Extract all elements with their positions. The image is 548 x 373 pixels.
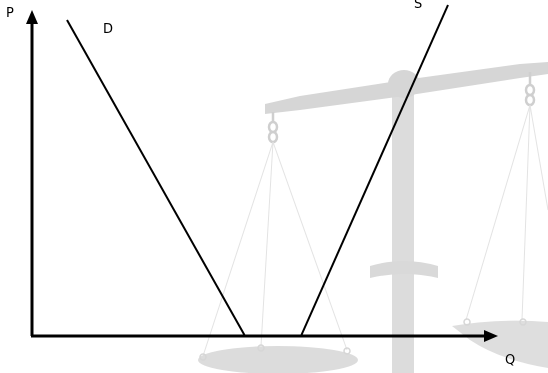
right-pan bbox=[452, 320, 548, 368]
y-axis-arrow bbox=[26, 10, 38, 24]
supply-curve bbox=[300, 4, 449, 337]
left-pan-strings bbox=[202, 141, 348, 357]
supply-label: S bbox=[414, 0, 422, 12]
scale-beam bbox=[265, 62, 548, 114]
scale-pillar bbox=[392, 92, 414, 373]
y-axis-label: P bbox=[6, 6, 14, 21]
scale-pillar-ring bbox=[370, 261, 438, 278]
right-pan-strings bbox=[465, 104, 548, 321]
scales-of-justice-watermark bbox=[198, 62, 548, 373]
x-axis-label: Q bbox=[505, 353, 515, 368]
left-chain bbox=[267, 112, 279, 144]
x-axis-arrow bbox=[484, 330, 498, 342]
left-pan bbox=[198, 346, 358, 373]
demand-label: D bbox=[103, 22, 113, 37]
demand-curve bbox=[66, 19, 246, 337]
